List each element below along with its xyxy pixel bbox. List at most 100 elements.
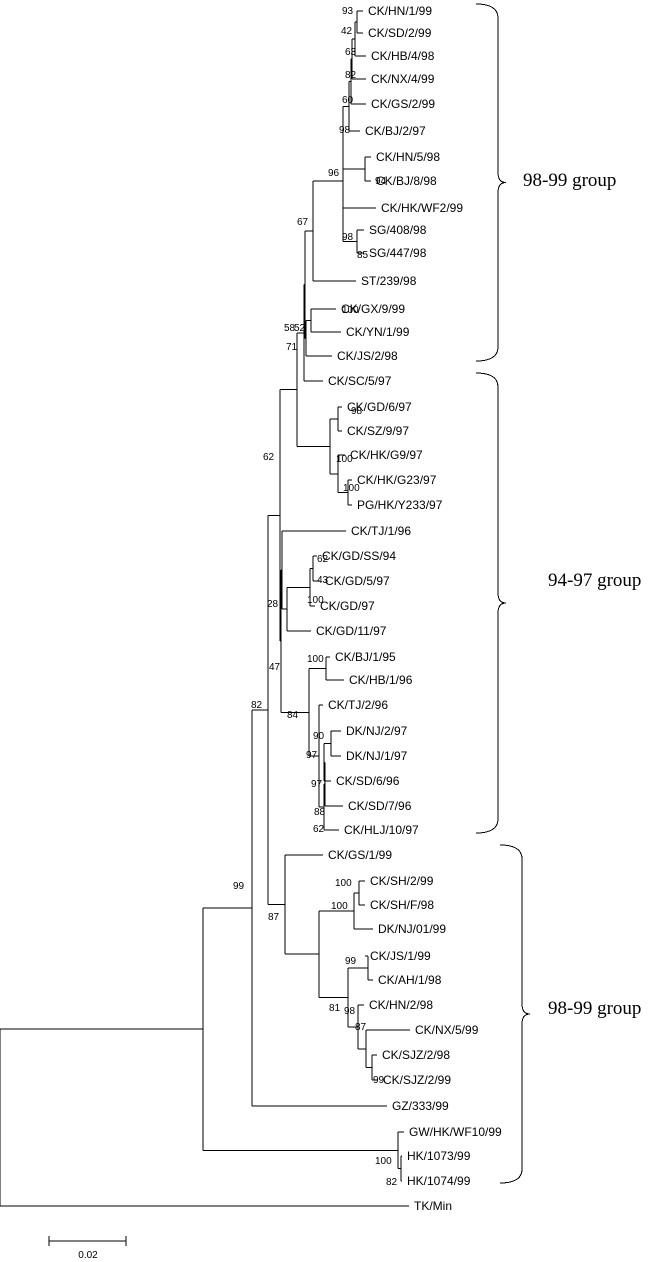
tree-branches xyxy=(0,10,410,1207)
taxon-label: CK/SJZ/2/98 xyxy=(382,1048,450,1062)
taxon-label: CK/SJZ/2/99 xyxy=(383,1073,451,1087)
bootstrap-value: 100 xyxy=(336,454,353,465)
bootstrap-value: 71 xyxy=(286,342,298,353)
taxon-label: CK/HB/4/98 xyxy=(371,49,435,63)
taxon-label: CK/GS/2/99 xyxy=(371,97,435,111)
taxon-label: CK/GD/SS/94 xyxy=(322,549,396,563)
taxon-label: CK/AH/1/98 xyxy=(378,973,442,987)
bootstrap-value: 60 xyxy=(342,95,354,106)
taxon-label: CK/HLJ/10/97 xyxy=(344,823,419,837)
bootstrap-value: 58 xyxy=(284,323,296,334)
bootstrap-value: 82 xyxy=(345,70,357,81)
bootstrap-value: 42 xyxy=(341,26,353,37)
bootstrap-value: 100 xyxy=(342,305,359,316)
taxon-label: GW/HK/WF10/99 xyxy=(409,1125,502,1139)
bootstrap-value: 97 xyxy=(306,750,318,761)
bootstrap-value: 52 xyxy=(294,323,306,334)
bootstrap-value: 99 xyxy=(345,956,357,967)
taxon-label: TK/Min xyxy=(414,1199,452,1213)
bootstrap-value: 81 xyxy=(329,1003,341,1014)
bootstrap-value: 100 xyxy=(343,483,360,494)
taxon-label: DK/NJ/1/97 xyxy=(346,749,408,763)
bootstrap-value: 96 xyxy=(328,168,340,179)
taxon-label: CK/GD/6/97 xyxy=(347,400,412,414)
bootstrap-value: 100 xyxy=(307,654,324,665)
bootstrap-value: 98 xyxy=(339,125,351,136)
bootstrap-value: 82 xyxy=(386,1177,398,1188)
bootstrap-value: 62 xyxy=(263,452,275,463)
bootstrap-value: 84 xyxy=(287,710,299,721)
scale-bar: 0.02 xyxy=(48,1236,127,1261)
taxon-label: SG/408/98 xyxy=(369,223,427,237)
taxon-label: CK/HN/5/98 xyxy=(376,150,440,164)
taxon-label: CK/JS/2/98 xyxy=(337,349,398,363)
taxon-label: CK/HN/2/98 xyxy=(369,998,433,1012)
taxon-label: DK/NJ/01/99 xyxy=(378,922,446,936)
taxon-label: CK/SD/6/96 xyxy=(336,774,400,788)
bootstrap-values: 9342638260989694988567100585271981001006… xyxy=(233,6,398,1188)
bootstrap-value: 100 xyxy=(331,901,348,912)
taxon-label: CK/BJ/2/97 xyxy=(365,124,426,138)
taxon-label: CK/GS/1/99 xyxy=(328,848,392,862)
taxon-label: CK/SH/F/98 xyxy=(370,898,434,912)
group-label: 98-99 group xyxy=(548,998,641,1019)
scale-bar-label: 0.02 xyxy=(78,1250,98,1261)
bootstrap-value: 93 xyxy=(342,6,354,17)
taxon-label: ST/239/98 xyxy=(361,274,417,288)
taxon-label: CK/JS/1/99 xyxy=(370,949,431,963)
bootstrap-value: 63 xyxy=(345,47,357,58)
taxon-label: GZ/333/99 xyxy=(392,1099,449,1113)
taxon-label: CK/HK/WF2/99 xyxy=(381,201,463,215)
bootstrap-value: 97 xyxy=(311,779,323,790)
taxon-label: CK/GX/9/99 xyxy=(341,302,405,316)
group-brackets: 98-99 group 94-97 group 98-99 group xyxy=(475,3,641,1184)
bootstrap-value: 98 xyxy=(344,1006,356,1017)
taxon-label: CK/BJ/8/98 xyxy=(376,174,437,188)
taxon-labels: CK/HN/1/99CK/SD/2/99CK/HB/4/98CK/NX/4/99… xyxy=(316,4,502,1213)
taxon-label: CK/BJ/1/95 xyxy=(335,650,396,664)
taxon-label: CK/SD/2/99 xyxy=(368,26,432,40)
group-bracket xyxy=(475,3,507,362)
group-label: 98-99 group xyxy=(523,170,616,191)
bootstrap-value: 98 xyxy=(342,232,354,243)
taxon-label: SG/447/98 xyxy=(369,246,427,260)
taxon-label: CK/GD/5/97 xyxy=(325,574,390,588)
taxon-label: CK/NX/5/99 xyxy=(415,1023,479,1037)
bootstrap-value: 88 xyxy=(314,807,326,818)
taxon-label: DK/NJ/2/97 xyxy=(346,724,408,738)
bootstrap-value: 87 xyxy=(355,1022,367,1033)
bootstrap-value: 98 xyxy=(351,406,363,417)
taxon-label: CK/GD/11/97 xyxy=(316,624,387,638)
bootstrap-value: 90 xyxy=(313,731,325,742)
bootstrap-value: 82 xyxy=(251,700,263,711)
taxon-label: CK/HN/1/99 xyxy=(368,4,432,18)
bootstrap-value: 100 xyxy=(307,595,324,606)
bootstrap-value: 94 xyxy=(375,176,387,187)
taxon-label: CK/YN/1/99 xyxy=(346,325,410,339)
bootstrap-value: 99 xyxy=(233,881,245,892)
bootstrap-value: 47 xyxy=(269,662,281,673)
taxon-label: CK/NX/4/99 xyxy=(371,72,435,86)
taxon-label: CK/GD/97 xyxy=(320,599,375,613)
taxon-label: PG/HK/Y233/97 xyxy=(357,498,443,512)
bootstrap-value: 28 xyxy=(267,599,279,610)
group-label: 94-97 group xyxy=(548,570,641,591)
taxon-label: CK/TJ/2/96 xyxy=(328,698,388,712)
taxon-label: CK/SD/7/96 xyxy=(348,799,412,813)
bootstrap-value: 85 xyxy=(357,250,369,261)
bootstrap-value: 62 xyxy=(317,554,329,565)
taxon-label: CK/SC/5/97 xyxy=(328,374,392,388)
group-bracket xyxy=(499,844,531,1184)
taxon-label: HK/1074/99 xyxy=(407,1174,471,1188)
bootstrap-value: 67 xyxy=(297,217,309,228)
taxon-label: CK/HK/G23/97 xyxy=(357,473,437,487)
taxon-label: CK/SZ/9/97 xyxy=(347,424,409,438)
taxon-label: CK/HK/G9/97 xyxy=(350,448,423,462)
taxon-label: HK/1073/99 xyxy=(407,1149,471,1163)
taxon-label: CK/SH/2/99 xyxy=(370,874,434,888)
bootstrap-value: 43 xyxy=(317,575,329,586)
bootstrap-value: 87 xyxy=(268,912,280,923)
bootstrap-value: 100 xyxy=(335,878,352,889)
